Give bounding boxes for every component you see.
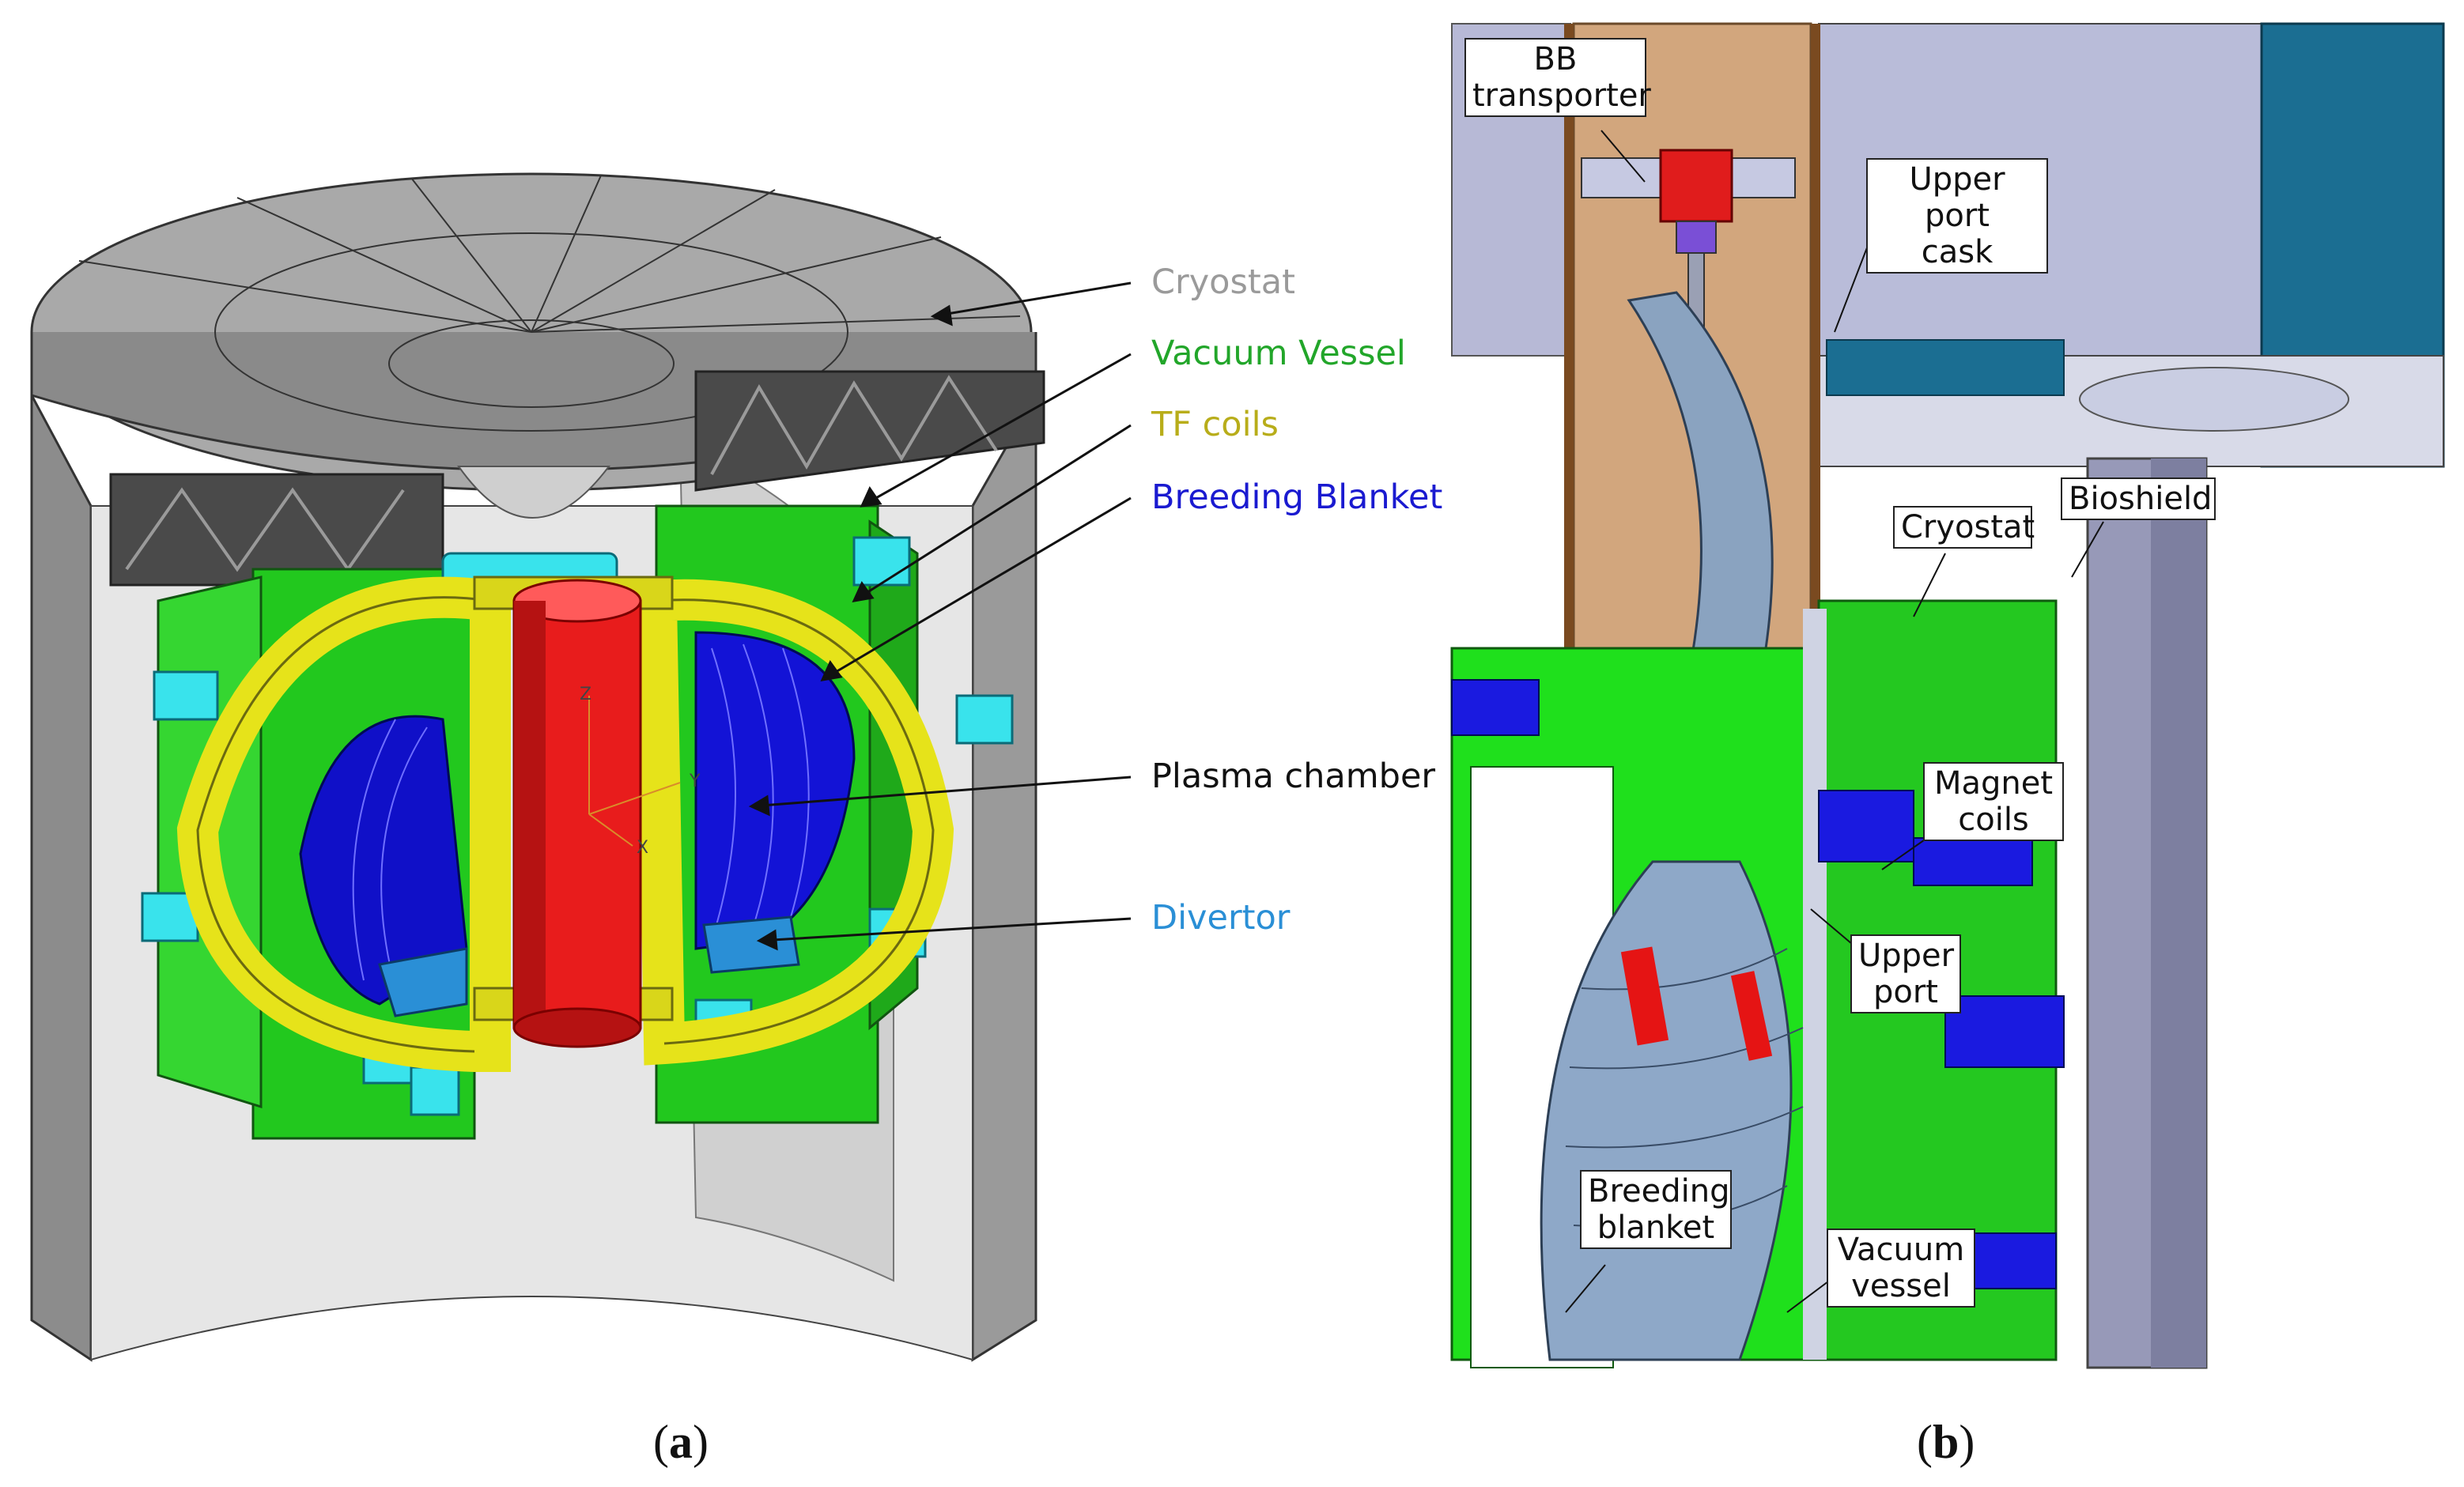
- label-bioshield: Bioshield: [2061, 477, 2216, 520]
- label-upper-port-cask: Upper port cask: [1866, 158, 2048, 274]
- axis-x-label: X: [637, 838, 649, 858]
- label-plasma-chamber: Plasma chamber: [1151, 757, 1436, 796]
- label-breeding-blanket: Breeding Blanket: [1151, 477, 1443, 517]
- label-tf-coils: TF coils: [1151, 405, 1279, 444]
- label-cryostat: Cryostat: [1151, 262, 1295, 302]
- axis-y-label: Y: [690, 772, 701, 791]
- label-divertor: Divertor: [1151, 898, 1291, 938]
- label-breeding-blanket-b: Breeding blanket: [1580, 1170, 1732, 1249]
- label-vacuum-vessel: Vacuum Vessel: [1151, 334, 1406, 373]
- caption-a: (a): [653, 1416, 709, 1468]
- axis-z-label: Z: [580, 685, 592, 704]
- caption-b: (b): [1917, 1416, 1975, 1468]
- label-vacuum-vessel-b: Vacuum vessel: [1827, 1228, 1975, 1308]
- label-upper-port: Upper port: [1850, 934, 1961, 1013]
- label-bb-transporter: BB transporter: [1464, 38, 1651, 117]
- label-cryostat-b: Cryostat: [1893, 506, 2035, 549]
- panel-a-drawing: [30, 172, 1132, 1362]
- label-magnet-coils: Magnet coils: [1923, 762, 2064, 841]
